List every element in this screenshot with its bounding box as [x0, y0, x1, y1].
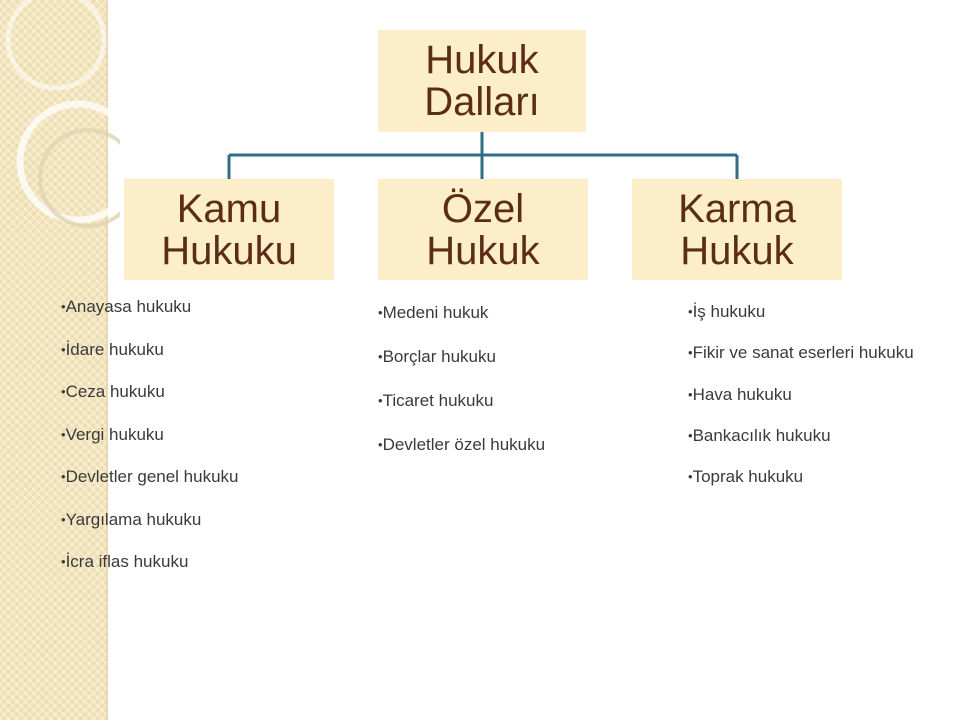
list-item: •Vergi hukuku [61, 424, 164, 444]
branch-box-ozel: Özel Hukuk [378, 179, 588, 280]
root-node-title: Hukuk Dalları [424, 38, 540, 124]
bullet-icon: • [61, 426, 66, 442]
bullet-icon: • [688, 427, 693, 443]
list-item: •Anayasa hukuku [61, 297, 192, 316]
bullet-icon: • [378, 393, 383, 408]
list-ozel-hukuk: •Medeni hukuk •Borçlar hukuku •Ticaret h… [378, 303, 628, 479]
bullet-icon: • [61, 554, 66, 569]
bullet-icon: • [378, 437, 383, 452]
bullet-icon: • [61, 299, 66, 314]
list-item: •Medeni hukuk [378, 303, 489, 322]
list-item: •Fikir ve sanat eserleri hukuku [688, 343, 914, 363]
bullet-icon: • [61, 384, 66, 399]
list-item: •Hava hukuku [688, 384, 792, 404]
root-node-box: Hukuk Dalları [378, 30, 586, 132]
list-item: •Bankacılık hukuku [688, 425, 831, 445]
branch-box-karma: Karma Hukuk [632, 179, 842, 280]
list-item: •Devletler genel hukuku [61, 467, 239, 486]
list-item: •İdare hukuku [61, 339, 164, 359]
decorative-circles [5, 0, 120, 228]
bullet-icon: • [61, 341, 66, 357]
bullet-icon: • [688, 386, 693, 402]
bullet-icon: • [688, 345, 693, 361]
bullet-icon: • [61, 469, 66, 484]
bullet-icon: • [688, 304, 693, 319]
bullet-icon: • [378, 349, 383, 364]
branch-title-kamu: Kamu Hukuku [161, 186, 297, 273]
list-item: •Devletler özel hukuku [378, 435, 546, 454]
bullet-icon: • [378, 305, 383, 320]
list-item: •İcra iflas hukuku [61, 552, 189, 571]
decorative-strip-edge [106, 0, 108, 720]
list-item: •İş hukuku [688, 302, 766, 321]
list-item: •Ticaret hukuku [378, 391, 494, 410]
list-item: •Ceza hukuku [61, 382, 165, 401]
bullet-icon: • [688, 469, 693, 484]
list-item: •Borçlar hukuku [378, 347, 496, 366]
list-item: •Toprak hukuku [688, 467, 804, 486]
branch-title-karma: Karma Hukuk [678, 186, 796, 273]
list-item: •Yargılama hukuku [61, 509, 202, 529]
bullet-icon: • [61, 511, 66, 527]
list-kamu-hukuku: •Anayasa hukuku •İdare hukuku •Ceza huku… [61, 297, 341, 595]
decorative-side-strip [0, 0, 106, 720]
branch-title-ozel: Özel Hukuk [426, 186, 540, 273]
list-karma-hukuk: •İş hukuku •Fikir ve sanat eserleri huku… [688, 301, 928, 507]
branch-box-kamu: Kamu Hukuku [124, 179, 334, 280]
